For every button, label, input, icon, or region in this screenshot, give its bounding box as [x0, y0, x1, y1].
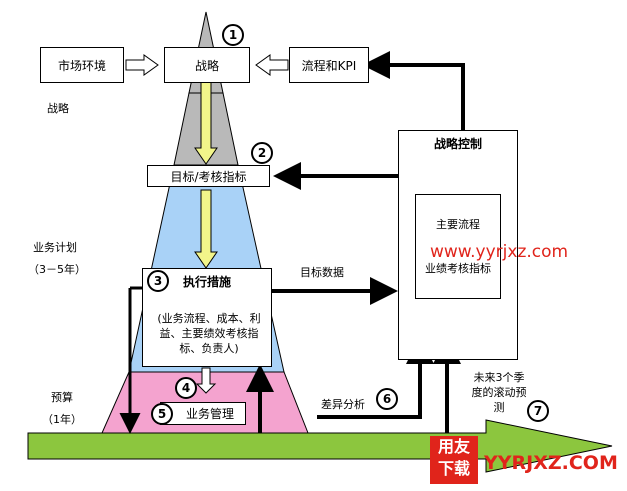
actions-body: (业务流程、成本、利益、主要绩效考核指标、负责人): [157, 312, 261, 355]
site-watermark-top: www.yyrjxz.com: [430, 242, 569, 262]
watermark-logo-line1: 用友: [437, 437, 470, 456]
market-environment-box: 市场环境: [40, 47, 124, 83]
marker-1: 1: [222, 24, 244, 46]
targets-box: 目标/考核指标: [147, 165, 270, 187]
budget-label: 预算: [51, 391, 73, 404]
hollow-arrow-market-to-strategy: [125, 54, 159, 76]
business-management-box: 业务管理: [160, 402, 246, 425]
arrow-control-to-kpi: [362, 51, 465, 130]
marker-4: 4: [175, 377, 197, 399]
yellow-arrow-strategy-to-targets: [194, 81, 218, 165]
budget-years-label: （1年）: [42, 413, 82, 426]
inner-performance-kpi: 业绩考核指标: [425, 262, 491, 275]
strategy-control-title: 战略控制: [433, 137, 482, 151]
arrow-variance-to-control: [317, 336, 434, 419]
strategy-control-inner: 主要流程 业绩考核指标: [415, 194, 501, 299]
watermark-logo-line2: 下载: [437, 459, 470, 478]
yellow-arrow-targets-to-actions: [194, 189, 218, 269]
site-watermark-bottom: YYRJXZ.COM: [484, 452, 618, 474]
business-plan-label: 业务计划: [33, 241, 77, 254]
marker-2: 2: [251, 142, 273, 164]
hollow-arrow-kpi-to-strategy: [255, 54, 289, 76]
strategy-box: 战略: [164, 47, 250, 83]
strategy-control-box: 战略控制 主要流程 业绩考核指标: [398, 130, 518, 360]
marker-5: 5: [151, 403, 173, 425]
forecast-label: 未来3个季度的滚动预测: [471, 371, 527, 414]
marker-6: 6: [376, 388, 398, 410]
process-kpi-box: 流程和KPI: [289, 47, 369, 83]
marker-7: 7: [527, 400, 549, 422]
strategy-side-label: 战略: [47, 102, 69, 115]
business-plan-years-label: （3－5年）: [28, 263, 86, 276]
inner-main-process: 主要流程: [436, 218, 480, 231]
watermark-logo: 用友 下载: [430, 436, 478, 484]
marker-3: 3: [147, 270, 169, 292]
target-data-label: 目标数据: [300, 266, 344, 279]
actions-title: 执行措施: [183, 275, 232, 289]
hollow-arrow-actions-to-business: [195, 367, 217, 394]
variance-analysis-label: 差异分析: [321, 398, 365, 411]
